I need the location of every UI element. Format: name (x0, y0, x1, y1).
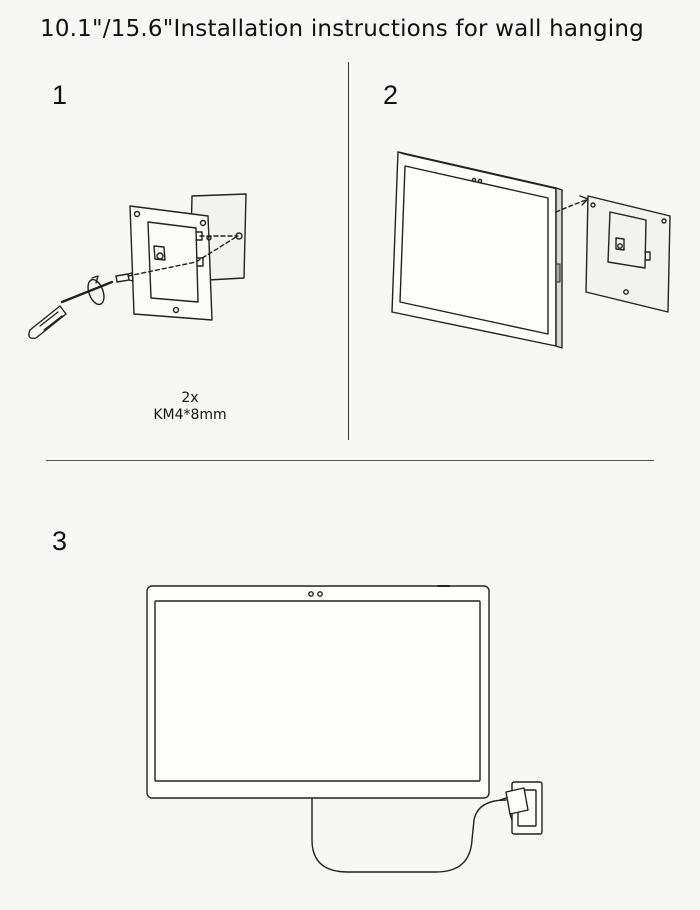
step-1-caption: 2x KM4*8mm (140, 390, 240, 424)
wall-bracket-mounted (585, 195, 671, 313)
power-adapter-icon (499, 787, 529, 821)
step-3-illustration (146, 585, 543, 873)
step-1-illustration (28, 193, 247, 340)
screw-spec: KM4*8mm (153, 407, 227, 423)
screwdriver-icon (28, 280, 114, 340)
step-2-number: 2 (383, 80, 399, 110)
mounting-bracket (129, 205, 213, 321)
alignment-line (127, 236, 237, 277)
page-title: 10.1"/15.6"Installation instructions for… (40, 16, 644, 42)
screw-quantity: 2x (181, 390, 199, 406)
camera-icon (471, 177, 477, 183)
step-1-number: 1 (52, 80, 68, 110)
vertical-divider (348, 62, 349, 440)
tablet-device (391, 151, 563, 349)
camera-icon (308, 591, 314, 597)
step-3-number: 3 (52, 526, 68, 556)
mount-direction-arrow (555, 199, 587, 213)
screw-icon (115, 272, 134, 283)
rotation-arrow-icon (87, 275, 105, 306)
tablet-front (146, 585, 490, 799)
horizontal-divider (46, 460, 654, 461)
power-cable (311, 797, 507, 873)
step-2-illustration (391, 151, 671, 349)
